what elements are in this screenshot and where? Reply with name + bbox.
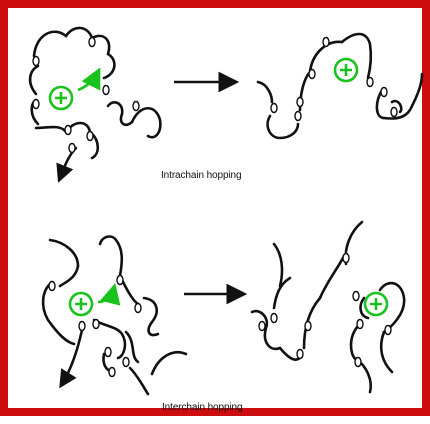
- hop-arrow-interchain: [98, 288, 114, 302]
- ion-intrachain-after: [335, 59, 357, 81]
- hop-arrow-intrachain: [78, 72, 98, 90]
- ion-interchain-before: [70, 293, 92, 315]
- hopping-diagram: [8, 8, 430, 424]
- intrachain-after-chains: [258, 34, 422, 138]
- ion-intrachain-before: [50, 87, 72, 109]
- intrachain-before-oxygens: [33, 38, 139, 153]
- intrachain-before-chains: [30, 28, 160, 178]
- ion-interchain-after: [365, 293, 387, 315]
- caption-interchain-hopping: Interchain hopping: [162, 402, 243, 413]
- interchain-after-chains: [252, 222, 404, 392]
- caption-intrachain-hopping: Intrachain hopping: [161, 170, 242, 181]
